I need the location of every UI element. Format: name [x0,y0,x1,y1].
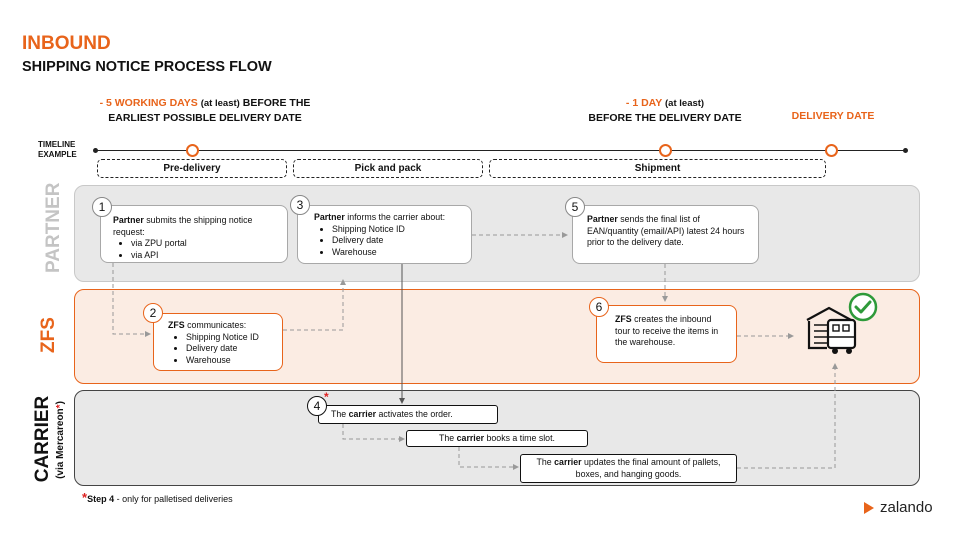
zalando-logo-text: zalando [880,499,933,516]
timeline-line [95,150,905,151]
step-2-list: Shipping Notice ID Delivery date Warehou… [168,332,273,367]
step-1-list: via ZPU portal via API [113,238,278,261]
timeline-marker-1-day [659,144,672,157]
list-item: Delivery date [186,343,273,355]
step-5-number: 5 [565,197,585,217]
step-6-card: ZFS creates the inbound tour to receive … [596,305,737,363]
connector-4b-to-4c [458,447,519,470]
step-4b-box: The carrier books a time slot. [406,430,588,447]
phase-pre-delivery: Pre-delivery [97,159,287,178]
list-item: via API [131,250,278,262]
list-item: Warehouse [332,247,462,259]
step-5-card: Partner sends the final list of EAN/quan… [572,205,759,264]
step-1-card: Partner submits the shipping notice requ… [100,205,288,263]
step-4-number: 4 [307,396,327,416]
step-3-card: Partner informs the carrier about: Shipp… [297,205,472,264]
timeline-label: TIMELINE EXAMPLE [38,140,77,159]
connector-4c-to-warehouse [737,363,838,469]
milestone-delivery-date: DELIVERY DATE [791,110,875,122]
step-4-star: * [324,390,329,404]
step-6-number: 6 [589,297,609,317]
warehouse-truck-icon [806,306,857,354]
milestone-5-days: - 5 WORKING DAYS (at least) BEFORE THE E… [99,97,311,124]
page-title: INBOUND [22,33,111,54]
step-3-number: 3 [290,195,310,215]
zalando-logo-icon [864,502,874,514]
list-item: Delivery date [332,235,462,247]
timeline-end-dot [903,148,908,153]
milestone-1-day: - 1 DAY (at least) BEFORE THE DELIVERY D… [588,97,742,124]
list-item: Shipping Notice ID [186,332,273,344]
timeline-marker-5-days [186,144,199,157]
check-circle-icon [848,292,878,322]
step-4-box: The carrier activates the order. [318,405,498,424]
page-subtitle: SHIPPING NOTICE PROCESS FLOW [22,59,272,75]
step-2-number: 2 [143,303,163,323]
timeline-start-dot [93,148,98,153]
phase-pick-and-pack: Pick and pack [293,159,483,178]
step-1-number: 1 [92,197,112,217]
footnote: *Step 4 - only for palletised deliveries [82,490,233,505]
connector-1-to-2 [112,263,151,337]
list-item: Shipping Notice ID [332,224,462,236]
step-3-list: Shipping Notice ID Delivery date Warehou… [314,224,462,259]
step-4c-box: The carrier updates the final amount of … [520,454,737,483]
step-2-card: ZFS communicates: Shipping Notice ID Del… [153,313,283,371]
connector-2-to-3 [283,279,346,331]
list-item: Warehouse [186,355,273,367]
list-item: via ZPU portal [131,238,278,250]
phase-shipment: Shipment [489,159,826,178]
timeline-marker-delivery [825,144,838,157]
connector-4-to-4b [342,424,405,442]
